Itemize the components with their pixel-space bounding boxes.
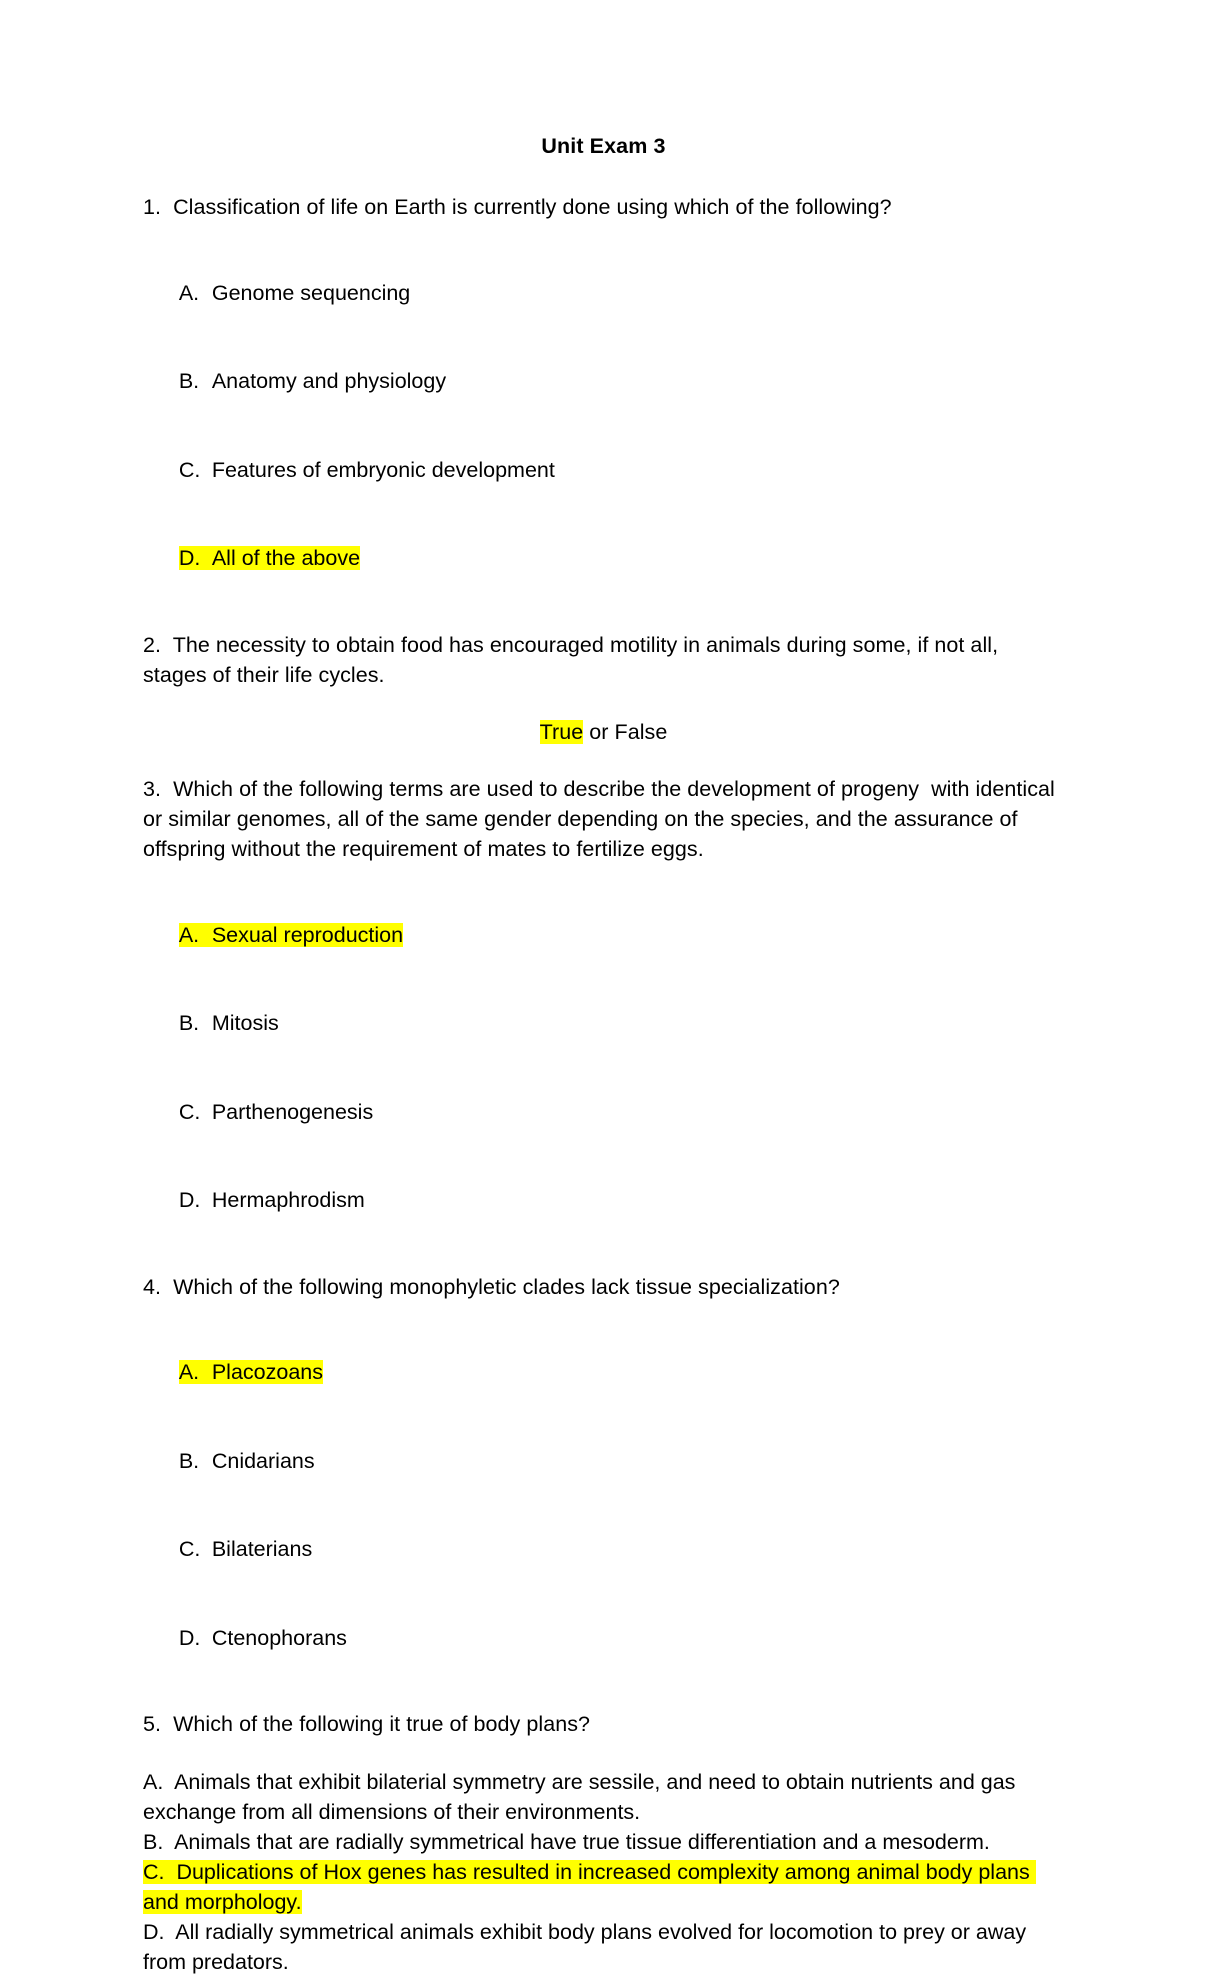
option-4a-highlight: A. Placozoans [178, 1360, 323, 1385]
page-title: Unit Exam 3 [541, 134, 666, 158]
option-4a-label: A. [178, 1360, 200, 1385]
option-4c-text: Bilaterians [211, 1537, 313, 1562]
option-3d-label: D. [178, 1188, 201, 1212]
option-1d[interactable]: D. All of the above [143, 515, 1064, 603]
option-3a-highlight: A. Sexual reproduction [178, 922, 404, 947]
option-1b-label: B. [178, 369, 200, 394]
option-3a-text: Sexual reproduction [211, 922, 404, 947]
answer-or-false-text[interactable]: or False [583, 720, 668, 745]
option-4b-text: Cnidarians [211, 1448, 315, 1473]
spacer [143, 1682, 1064, 1709]
option-4d-text: Ctenophorans [211, 1625, 347, 1650]
option-3b-text: Mitosis [211, 1011, 279, 1036]
option-3a-label: A. [178, 922, 200, 947]
spacer [143, 864, 1064, 891]
option-5b[interactable]: B. Animals that are radially symmetrical… [143, 1829, 990, 1854]
option-4a-text: Placozoans [211, 1360, 323, 1385]
option-1c-text: Features of embryonic development [211, 457, 555, 482]
question-5-options: A. Animals that exhibit bilaterial symme… [143, 1767, 1064, 1977]
option-4d-label: D. [178, 1625, 201, 1650]
spacer [143, 160, 1064, 192]
option-4c-label: C. [178, 1537, 201, 1562]
document-page: Unit Exam 3 1. Classification of life on… [143, 134, 1064, 1975]
option-5a[interactable]: A. Animals that exhibit bilaterial symme… [143, 1769, 1022, 1824]
question-5-prompt: 5. Which of the following it true of bod… [143, 1712, 591, 1737]
spacer [143, 603, 1064, 630]
spacer [143, 1245, 1064, 1272]
question-2-answer-line: True or False [143, 717, 1064, 747]
option-3a[interactable]: A. Sexual reproduction [143, 891, 1064, 979]
option-1d-text: All of the above [211, 546, 361, 570]
option-3c-text: Parthenogenesis [211, 1099, 374, 1124]
spacer [143, 747, 1064, 774]
option-3d[interactable]: D. Hermaphrodism [143, 1157, 1064, 1245]
question-4-prompt: 4. Which of the following monophyletic c… [143, 1274, 840, 1299]
option-5d[interactable]: D. All radially symmetrical animals exhi… [143, 1920, 1033, 1975]
question-1-prompt: 1. Classification of life on Earth is cu… [143, 195, 892, 220]
option-4c[interactable]: C. Bilaterians [143, 1506, 1064, 1594]
spacer [143, 690, 1064, 717]
question-3-prompt: 3. Which of the following terms are used… [143, 777, 1061, 862]
option-1a-text: Genome sequencing [211, 280, 411, 305]
answer-true-highlight[interactable]: True [539, 720, 584, 745]
option-4a[interactable]: A. Placozoans [143, 1329, 1064, 1417]
option-1c-label: C. [178, 457, 201, 482]
option-1b[interactable]: B. Anatomy and physiology [143, 338, 1064, 426]
option-1a-label: A. [178, 280, 200, 305]
option-4b[interactable]: B. Cnidarians [143, 1417, 1064, 1505]
option-1c[interactable]: C. Features of embryonic development [143, 426, 1064, 514]
option-3c[interactable]: C. Parthenogenesis [143, 1068, 1064, 1156]
spacer [143, 222, 1064, 249]
option-1d-highlight: D. All of the above [178, 546, 361, 570]
option-5c[interactable]: C. Duplications of Hox genes has resulte… [143, 1857, 1064, 1917]
option-3b-label: B. [178, 1011, 200, 1036]
spacer [143, 1302, 1064, 1329]
option-3b[interactable]: B. Mitosis [143, 980, 1064, 1068]
question-2-prompt: 2. The necessity to obtain food has enco… [143, 632, 1005, 687]
option-4d[interactable]: D. Ctenophorans [143, 1594, 1064, 1682]
question-1-options: A. Genome sequencing B. Anatomy and physio… [143, 249, 1064, 602]
option-1a[interactable]: A. Genome sequencing [143, 249, 1064, 337]
option-4b-label: B. [178, 1448, 200, 1473]
option-1b-text: Anatomy and physiology [211, 369, 447, 394]
question-3-options: A. Sexual reproduction B. Mitosis C. Parthe… [143, 891, 1064, 1244]
option-5c-highlight: C. Duplications of Hox genes has resulte… [143, 1859, 1036, 1914]
spacer [143, 1740, 1064, 1767]
option-3d-text: Hermaphrodism [211, 1188, 365, 1212]
question-4-options: A.Placozoans B.Cnidarians C.Bilaterians … [143, 1329, 1064, 1682]
option-3c-label: C. [178, 1099, 201, 1124]
option-1d-label: D. [178, 546, 201, 570]
